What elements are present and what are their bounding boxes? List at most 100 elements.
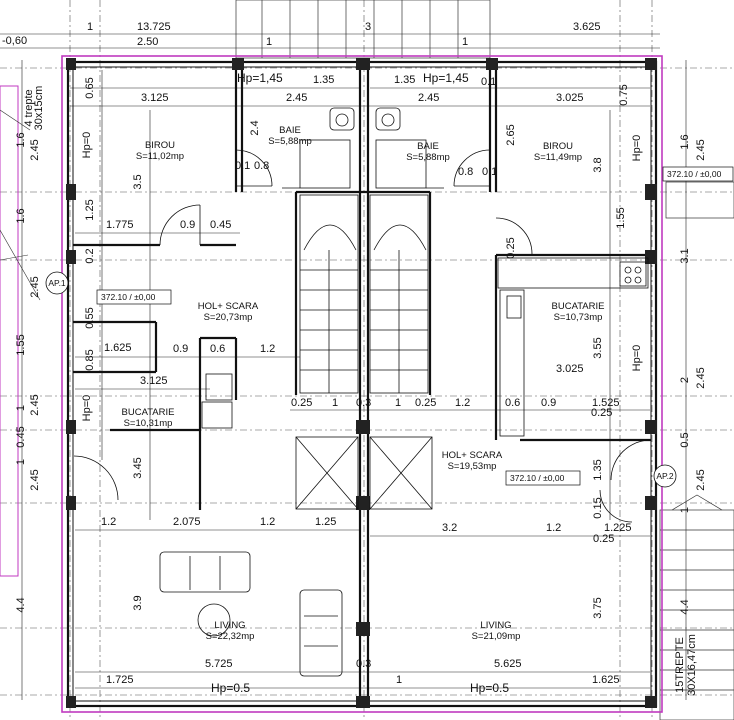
dimension-label-vertical: 0.45 xyxy=(15,426,27,447)
room-area: S=19,53mp xyxy=(448,461,497,472)
dimension-label: 0.25 xyxy=(591,407,612,419)
dimension-label-vertical: 3.1 xyxy=(679,248,691,263)
right-exterior-stairs xyxy=(659,181,734,720)
dimension-label-vertical: 4 trepte xyxy=(23,89,35,126)
level-tag-box xyxy=(96,289,172,305)
dimension-label-vertical: 0.85 xyxy=(84,349,96,370)
dimension-label: 2.50 xyxy=(137,36,158,48)
dimension-label: 0.1 xyxy=(235,160,250,172)
level-tag-box xyxy=(505,470,581,486)
dimension-label: 2.45 xyxy=(418,92,439,104)
room-area: S=10,31mp xyxy=(124,418,173,429)
dimension-label: 1 xyxy=(87,21,93,33)
dimension-label-vertical: 0.15 xyxy=(592,497,604,518)
stairs xyxy=(295,194,433,510)
dimension-label: 1.625 xyxy=(592,674,620,686)
room-name: BUCATARIE xyxy=(552,301,605,312)
dimension-label-vertical: 0.75 xyxy=(618,84,630,105)
dimension-label-vertical: 3.55 xyxy=(592,337,604,358)
dimension-label-vertical: 3.9 xyxy=(132,595,144,610)
dimension-label: 0.25 xyxy=(415,397,436,409)
level-tag-box xyxy=(662,166,734,182)
dimension-label: 5.725 xyxy=(205,658,233,670)
dimension-label-vertical: 0.25 xyxy=(505,237,517,258)
living-furniture xyxy=(159,551,343,677)
dimension-label-vertical: 1.25 xyxy=(84,199,96,220)
dimension-label: 0.9 xyxy=(541,397,556,409)
dimension-label-vertical: 30x15cm xyxy=(33,86,45,131)
dimension-label: 1.2 xyxy=(260,516,275,528)
dimension-label: 2.075 xyxy=(173,516,201,528)
dimension-label-vertical: 1.35 xyxy=(592,459,604,480)
dimension-label-vertical: 0.2 xyxy=(84,248,96,263)
dimension-label: 1.2 xyxy=(101,516,116,528)
apartment-label: AP.1 xyxy=(48,278,66,288)
dimension-label-vertical: 2.65 xyxy=(505,124,517,145)
kitchen-fixtures xyxy=(201,257,649,437)
dimension-label: 1 xyxy=(396,674,402,686)
apartment-label: AP.2 xyxy=(656,471,674,481)
room-area: S=21,09mp xyxy=(472,631,521,642)
level-tag: 372.10 / ±0,00 xyxy=(101,292,156,302)
dimension-label: 0.8 xyxy=(458,166,473,178)
dimension-label: 3 xyxy=(365,21,371,33)
dimension-label: 3.025 xyxy=(556,92,584,104)
dimension-label: 1.35 xyxy=(394,74,415,86)
apartment-marker xyxy=(653,464,677,488)
level-tag: 372.10 / ±0,00 xyxy=(667,169,722,179)
dimension-label: 1.2 xyxy=(546,522,561,534)
dimension-label-vertical: 3.8 xyxy=(592,157,604,172)
dimension-label: 0.8 xyxy=(254,160,269,172)
room-name: BIROU xyxy=(543,141,573,152)
dimension-label-vertical: 0.5 xyxy=(679,432,691,447)
room-name: LIVING xyxy=(214,620,245,631)
dimension-label: 0.9 xyxy=(180,219,195,231)
dimension-label-vertical: 1.55 xyxy=(15,334,27,355)
dimension-label-vertical: 2.45 xyxy=(695,139,707,160)
dimension-label: 1.2 xyxy=(260,343,275,355)
dimension-label-vertical: Hp=0 xyxy=(631,345,643,372)
room-name: BIROU xyxy=(145,140,175,151)
columns xyxy=(66,58,657,708)
dimension-label-vertical: 1.6 xyxy=(679,134,691,149)
dimension-label-vertical: 2.45 xyxy=(695,367,707,388)
dimension-label-vertical: 3.45 xyxy=(132,457,144,478)
dimension-label-vertical: 2.45 xyxy=(29,139,41,160)
dimension-label-vertical: 3.75 xyxy=(592,597,604,618)
dimension-label: -0,60 xyxy=(2,35,27,47)
doors xyxy=(73,149,652,523)
dimension-label: 1.625 xyxy=(104,342,132,354)
dimension-label: 0.9 xyxy=(173,343,188,355)
dimension-label: 0.6 xyxy=(210,343,225,355)
dimension-label-vertical: 2.45 xyxy=(29,276,41,297)
dimension-label-vertical: Hp=0 xyxy=(81,395,93,422)
dimension-label: 3.125 xyxy=(140,375,168,387)
dimension-label: 3.625 xyxy=(573,21,601,33)
dimension-label-vertical: 0.65 xyxy=(84,77,96,98)
dimension-label: 3.125 xyxy=(141,92,169,104)
building-outline xyxy=(61,55,663,713)
dimension-label-vertical: 1.6 xyxy=(15,132,27,147)
dimension-label: 0.6 xyxy=(505,397,520,409)
room-area: S=5,88mp xyxy=(268,136,312,147)
dimension-label: 0.1 xyxy=(482,166,497,178)
dimension-label-vertical: 4.4 xyxy=(15,597,27,612)
dimension-label-vertical: 1.6 xyxy=(15,208,27,223)
dimension-label-vertical: 1.55 xyxy=(615,207,627,228)
dimension-label: 1.2 xyxy=(455,397,470,409)
room-area: S=22,32mp xyxy=(206,631,255,642)
dimension-label: 1 xyxy=(395,397,401,409)
room-area: S=10,73mp xyxy=(554,312,603,323)
dimension-label: 0.3 xyxy=(356,658,371,670)
room-name: BAIE xyxy=(417,141,439,152)
dimension-label: 1.25 xyxy=(315,516,336,528)
dimension-label: 3.025 xyxy=(556,363,584,375)
room-area: S=5,88mp xyxy=(406,152,450,163)
balcony-top xyxy=(235,0,491,59)
dimension-label-vertical: 2 xyxy=(679,377,691,383)
dimension-label: 0.25 xyxy=(593,533,614,545)
dimension-label: 1.225 xyxy=(604,522,632,534)
dimension-label: Hp=0.5 xyxy=(211,681,250,695)
room-name: LIVING xyxy=(480,620,511,631)
